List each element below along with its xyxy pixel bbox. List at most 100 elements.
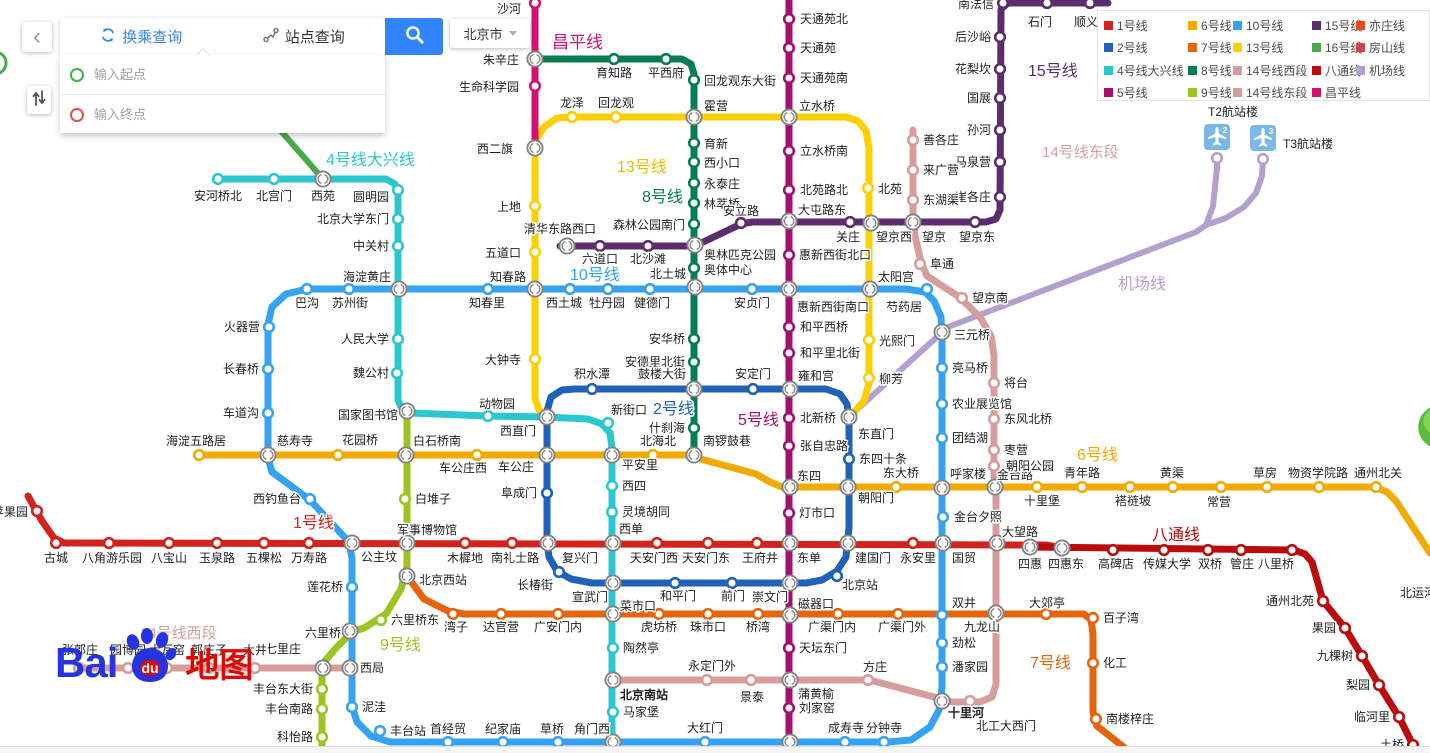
transfer-station-西苑[interactable] bbox=[314, 170, 332, 188]
transfer-station-霍营[interactable] bbox=[685, 108, 703, 126]
station-大井[interactable] bbox=[248, 661, 262, 675]
station-天通苑北[interactable] bbox=[782, 12, 796, 26]
transfer-station-建国门[interactable] bbox=[839, 534, 857, 552]
station-阜成门[interactable] bbox=[540, 486, 554, 500]
station-王府井[interactable] bbox=[750, 536, 764, 550]
station-万寿路[interactable] bbox=[302, 536, 316, 550]
station-光熙门[interactable] bbox=[862, 333, 876, 347]
transfer-station-四惠东[interactable] bbox=[1053, 539, 1071, 557]
station-育知路[interactable] bbox=[607, 52, 621, 66]
transfer-station-望京[interactable] bbox=[904, 213, 922, 231]
station-北京大学东门[interactable] bbox=[391, 212, 405, 226]
station-农业展览馆[interactable] bbox=[935, 397, 949, 411]
transfer-station-蒲黄榆[interactable] bbox=[781, 671, 799, 689]
station-大郊亭[interactable] bbox=[1039, 607, 1053, 621]
station-关庄[interactable] bbox=[843, 215, 857, 229]
station-安华桥[interactable] bbox=[687, 332, 701, 346]
search-button[interactable] bbox=[385, 18, 443, 55]
station-常营[interactable] bbox=[1214, 480, 1228, 494]
station-安定门[interactable] bbox=[746, 382, 760, 396]
station-天坛东门[interactable] bbox=[782, 641, 796, 655]
station-北新桥[interactable] bbox=[782, 411, 796, 425]
station-张自忠路[interactable] bbox=[782, 439, 796, 453]
station-善各庄[interactable] bbox=[906, 133, 920, 147]
transfer-station-金台路[interactable] bbox=[986, 478, 1004, 496]
station-西土城[interactable] bbox=[563, 282, 577, 296]
station-劲松[interactable] bbox=[935, 636, 949, 650]
station-泥洼[interactable] bbox=[345, 700, 359, 714]
station-梨园[interactable] bbox=[1372, 678, 1386, 692]
transfer-station-磁器口[interactable] bbox=[781, 606, 799, 624]
station-团结湖[interactable] bbox=[935, 431, 949, 445]
back-button[interactable]: ‹ bbox=[22, 22, 52, 52]
station-潘家园[interactable] bbox=[935, 660, 949, 674]
transfer-station-朝阳门[interactable] bbox=[839, 478, 857, 496]
station-八宝山[interactable] bbox=[162, 536, 176, 550]
station-广安门内[interactable] bbox=[551, 607, 565, 621]
station-安河桥北[interactable] bbox=[211, 172, 225, 186]
station-将台[interactable] bbox=[987, 376, 1001, 390]
transfer-station-北京南站[interactable] bbox=[604, 671, 622, 689]
station-安立路[interactable] bbox=[734, 216, 748, 230]
station-北海北[interactable] bbox=[646, 448, 660, 462]
station-永安里[interactable] bbox=[906, 536, 920, 550]
station-柳芳[interactable] bbox=[862, 371, 876, 385]
station-和平里北街[interactable] bbox=[782, 346, 796, 360]
transfer-station-大屯路东[interactable] bbox=[780, 212, 798, 230]
transfer-station-宣武门[interactable] bbox=[604, 574, 622, 592]
transfer-station-雍和宫[interactable] bbox=[781, 380, 799, 398]
station-湾子[interactable] bbox=[446, 607, 460, 621]
station-六道口[interactable] bbox=[593, 239, 607, 253]
transfer-station-南锣鼓巷[interactable] bbox=[685, 446, 703, 464]
station-和平门[interactable] bbox=[668, 576, 682, 590]
station-龙泽[interactable] bbox=[565, 110, 579, 124]
station-和平西桥[interactable] bbox=[782, 320, 796, 334]
station-东大桥[interactable] bbox=[889, 480, 903, 494]
transfer-station-呼家楼[interactable] bbox=[933, 479, 951, 497]
station-广渠门外[interactable] bbox=[891, 607, 905, 621]
station-国展[interactable] bbox=[993, 91, 1007, 105]
station-奥体中心[interactable] bbox=[687, 261, 701, 275]
station-百子湾[interactable] bbox=[1086, 611, 1100, 625]
station-木樨地[interactable] bbox=[458, 536, 472, 550]
transfer-station-西单[interactable] bbox=[604, 534, 622, 552]
station-人民大学[interactable] bbox=[391, 332, 405, 346]
station-朝阳公园[interactable] bbox=[987, 459, 1001, 473]
transfer-station-望京西[interactable] bbox=[862, 214, 880, 232]
tab-station-query[interactable]: 站点查询 bbox=[223, 18, 386, 55]
station-南楼梓庄[interactable] bbox=[1089, 712, 1103, 726]
station-南法信[interactable] bbox=[996, 0, 1010, 10]
station-巴沟[interactable] bbox=[300, 282, 314, 296]
station-崔各庄[interactable] bbox=[993, 190, 1007, 204]
station-东风北桥[interactable] bbox=[987, 412, 1001, 426]
station-九棵树[interactable] bbox=[1355, 649, 1369, 663]
transfer-station-知春路[interactable] bbox=[526, 280, 544, 298]
swap-start-end-button[interactable] bbox=[27, 86, 51, 114]
station-广渠门内[interactable] bbox=[831, 607, 845, 621]
transfer-station-西二旗[interactable] bbox=[526, 139, 544, 157]
station-回龙观[interactable] bbox=[609, 110, 623, 124]
station-双井[interactable] bbox=[935, 608, 949, 622]
station-大钟寺[interactable] bbox=[528, 352, 542, 366]
station-五棵松[interactable] bbox=[257, 536, 271, 550]
station-北苑[interactable] bbox=[861, 181, 875, 195]
station-北工大西门[interactable] bbox=[963, 694, 977, 708]
station-南礼士路[interactable] bbox=[505, 536, 519, 550]
station-化工[interactable] bbox=[1086, 656, 1100, 670]
station-黄渠[interactable] bbox=[1166, 480, 1180, 494]
station-动物园[interactable] bbox=[481, 409, 495, 423]
transfer-station-十里河[interactable] bbox=[933, 692, 951, 710]
station-西钓鱼台[interactable] bbox=[303, 492, 317, 506]
station-前门[interactable] bbox=[725, 576, 739, 590]
station-苹果园[interactable] bbox=[30, 504, 44, 518]
station-后沙峪[interactable] bbox=[993, 30, 1007, 44]
station-十里堡[interactable] bbox=[1030, 480, 1044, 494]
station-沙河[interactable] bbox=[528, 0, 542, 10]
station-六里桥东[interactable] bbox=[374, 613, 388, 627]
station-西四[interactable] bbox=[605, 479, 619, 493]
station-科怡路[interactable] bbox=[315, 730, 329, 744]
station-玉泉路[interactable] bbox=[210, 536, 224, 550]
station-褡裢坡[interactable] bbox=[1123, 480, 1137, 494]
station-灯市口[interactable] bbox=[782, 506, 796, 520]
station-立水桥南[interactable] bbox=[782, 144, 796, 158]
